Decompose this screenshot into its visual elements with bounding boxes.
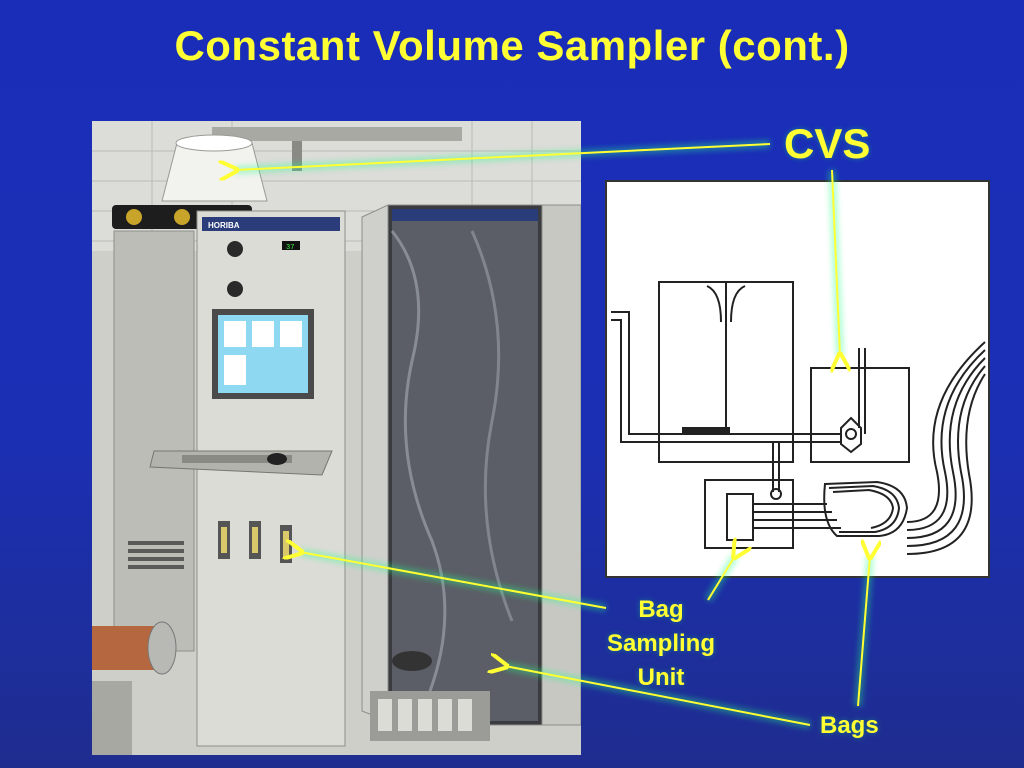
bags-shape — [823, 480, 909, 537]
bags-label: Bags — [820, 712, 879, 739]
display-reading: 37 — [286, 244, 294, 252]
equipment-photo: HORIBA 37 — [92, 121, 581, 755]
arrow-bsu-schematic — [707, 556, 735, 601]
bsu-line-1: Bag — [638, 596, 684, 623]
cvs-label: CVS — [784, 120, 871, 167]
slide-title: Constant Volume Sampler (cont.) — [174, 22, 850, 69]
bag-sampling-unit-label: Bag Sampling Unit — [590, 593, 732, 695]
bsu-line-2: Sampling — [606, 630, 715, 657]
cvs-schematic — [605, 180, 990, 578]
brand-text: HORIBA — [208, 221, 240, 230]
arrow-cvs-schematic — [832, 169, 840, 356]
arrow-bsu-photo — [300, 552, 607, 609]
arrow-cvs-photo — [235, 143, 771, 170]
arrow-bags-schematic — [857, 556, 870, 707]
arrow-bags-photo — [505, 666, 811, 726]
bsu-line-3: Unit — [637, 664, 685, 691]
